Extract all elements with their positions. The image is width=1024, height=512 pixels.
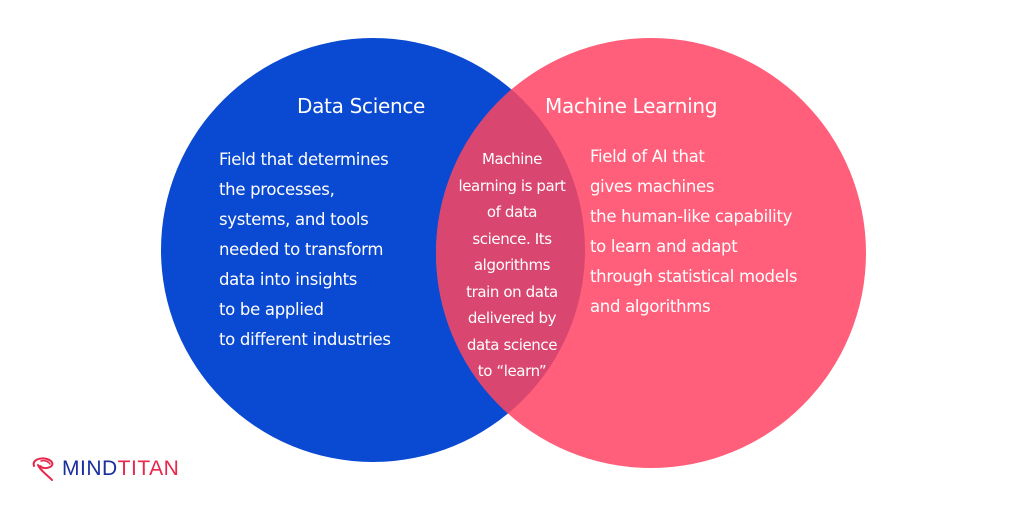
- machine-learning-description: Field of AI that gives machines the huma…: [590, 147, 798, 316]
- logo-text: MINDTITAN: [62, 457, 179, 481]
- mindtitan-logo: MINDTITAN: [30, 456, 179, 482]
- data-science-description: Field that determines the processes, sys…: [219, 150, 391, 349]
- overlap-description: Machine learning is part of data science…: [458, 150, 566, 380]
- machine-learning-title: Machine Learning: [545, 94, 718, 118]
- overlap-region: [436, 38, 585, 462]
- data-science-title: Data Science: [297, 94, 426, 118]
- logo-text-titan: TITAN: [117, 457, 180, 480]
- logo-text-mind: MIND: [62, 457, 118, 480]
- speech-bubble-brain-icon: [32, 457, 54, 481]
